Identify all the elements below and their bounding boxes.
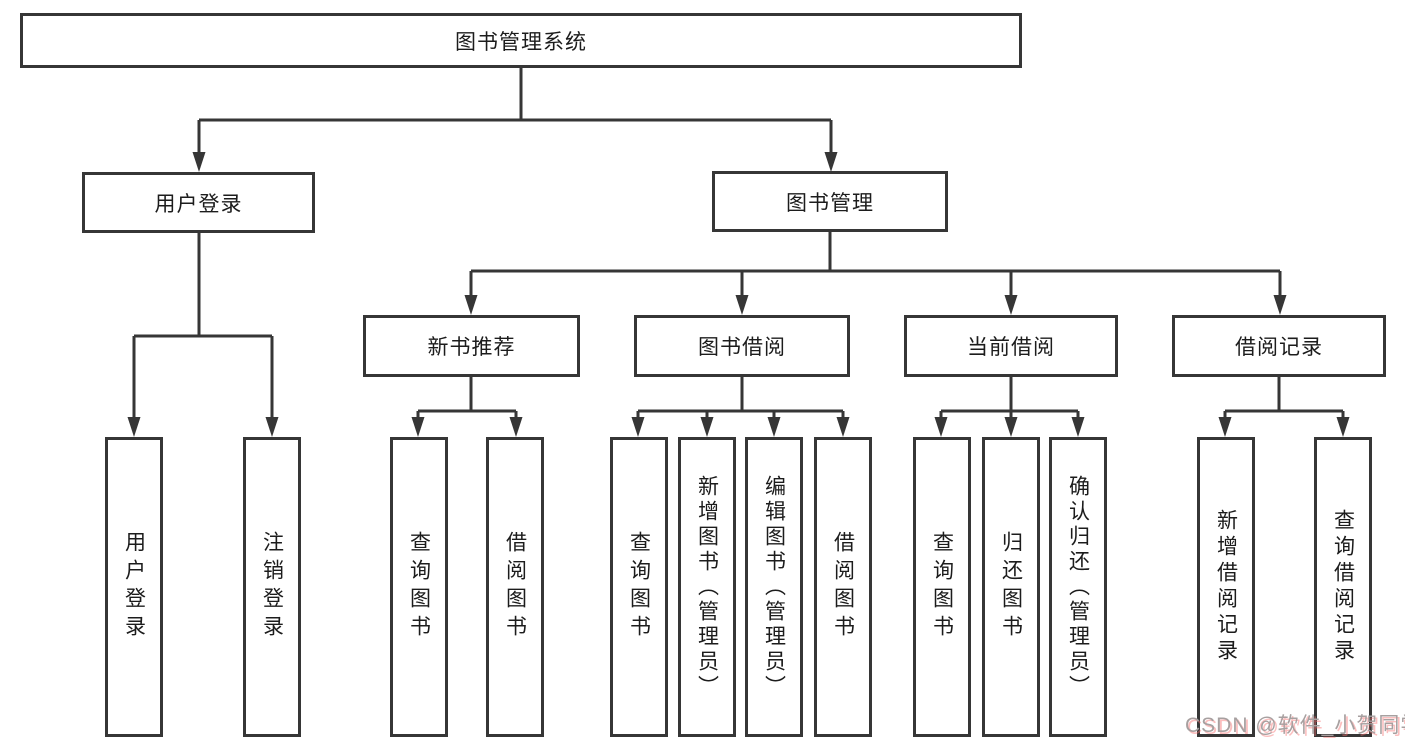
leaf-borrow-books-borrowing: 借阅图书 [814, 437, 872, 737]
leaf-borrow-books-recommend: 借阅图书 [486, 437, 544, 737]
node-book-borrowing: 图书借阅 [634, 315, 850, 377]
node-library-system: 图书管理系统 [20, 13, 1022, 68]
leaf-add-book-admin: 新增图书（管理员） [678, 437, 736, 737]
node-current-borrowing: 当前借阅 [904, 315, 1118, 377]
leaf-user-login: 用户登录 [105, 437, 163, 737]
leaf-query-books-current: 查询图书 [913, 437, 971, 737]
node-user-login: 用户登录 [82, 172, 315, 233]
leaf-query-books-recommend: 查询图书 [390, 437, 448, 737]
node-new-book-recommend: 新书推荐 [363, 315, 580, 377]
leaf-edit-book-admin: 编辑图书（管理员） [745, 437, 803, 737]
leaf-add-borrow-record: 新增借阅记录 [1197, 437, 1255, 737]
node-borrowing-records: 借阅记录 [1172, 315, 1386, 377]
leaf-query-borrow-record: 查询借阅记录 [1314, 437, 1372, 737]
leaf-confirm-return-admin: 确认归还（管理员） [1049, 437, 1107, 737]
node-book-management: 图书管理 [712, 171, 948, 232]
leaf-return-books: 归还图书 [982, 437, 1040, 737]
leaf-query-books-borrowing: 查询图书 [610, 437, 668, 737]
leaf-logout: 注销登录 [243, 437, 301, 737]
csdn-watermark: CSDN @软件_小贺同学 [1185, 714, 1405, 737]
